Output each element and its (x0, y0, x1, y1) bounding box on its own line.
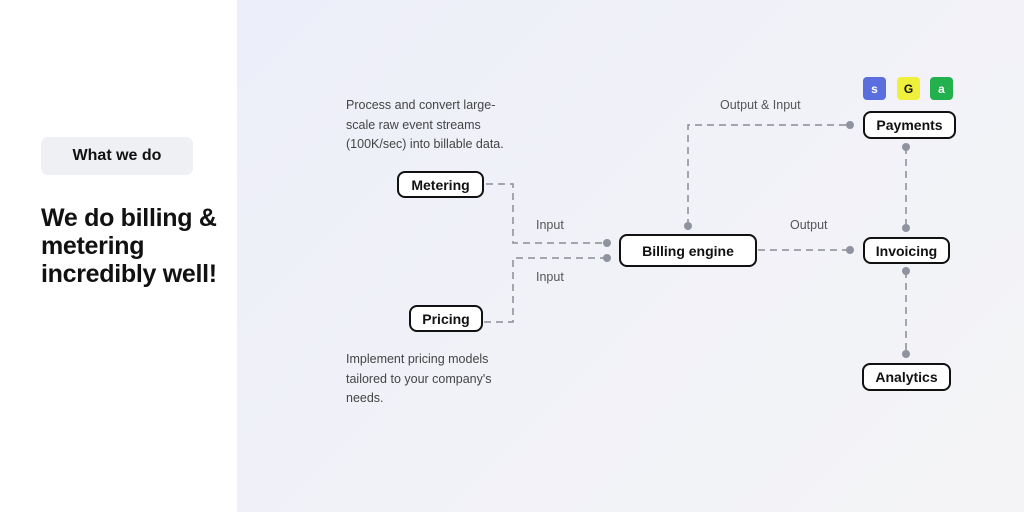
node-metering: Metering (397, 171, 484, 198)
node-billing-engine: Billing engine (619, 234, 757, 267)
metering-connector (486, 183, 607, 244)
metering-description: Process and convert large-scale raw even… (346, 98, 504, 151)
connector-dot (603, 254, 611, 262)
connector-dot (902, 267, 910, 275)
connector-dot (846, 246, 854, 254)
payments-connector (687, 124, 850, 226)
output-input-label: Output & Input (720, 98, 801, 112)
connector-dot (684, 222, 692, 230)
input-label: Input (536, 270, 564, 284)
page-title: We do billing & metering incredibly well… (41, 204, 217, 288)
adyen-icon: a (930, 77, 953, 100)
connector-dot (902, 350, 910, 358)
left-panel: What we do We do billing & metering incr… (0, 0, 237, 512)
pricing-description: Implement pricing models tailored to you… (346, 352, 492, 405)
gocardless-icon: G (897, 77, 920, 100)
connector-dot (902, 224, 910, 232)
node-analytics: Analytics (862, 363, 951, 391)
pricing-connector (484, 257, 607, 323)
connector-dot (902, 143, 910, 151)
section-pill: What we do (41, 137, 193, 175)
connector-dot (846, 121, 854, 129)
input-label: Input (536, 218, 564, 232)
node-pricing: Pricing (409, 305, 483, 332)
stripe-icon: s (863, 77, 886, 100)
connector-dot (603, 239, 611, 247)
node-invoicing: Invoicing (863, 237, 950, 264)
output-label: Output (790, 218, 828, 232)
node-payments: Payments (863, 111, 956, 139)
